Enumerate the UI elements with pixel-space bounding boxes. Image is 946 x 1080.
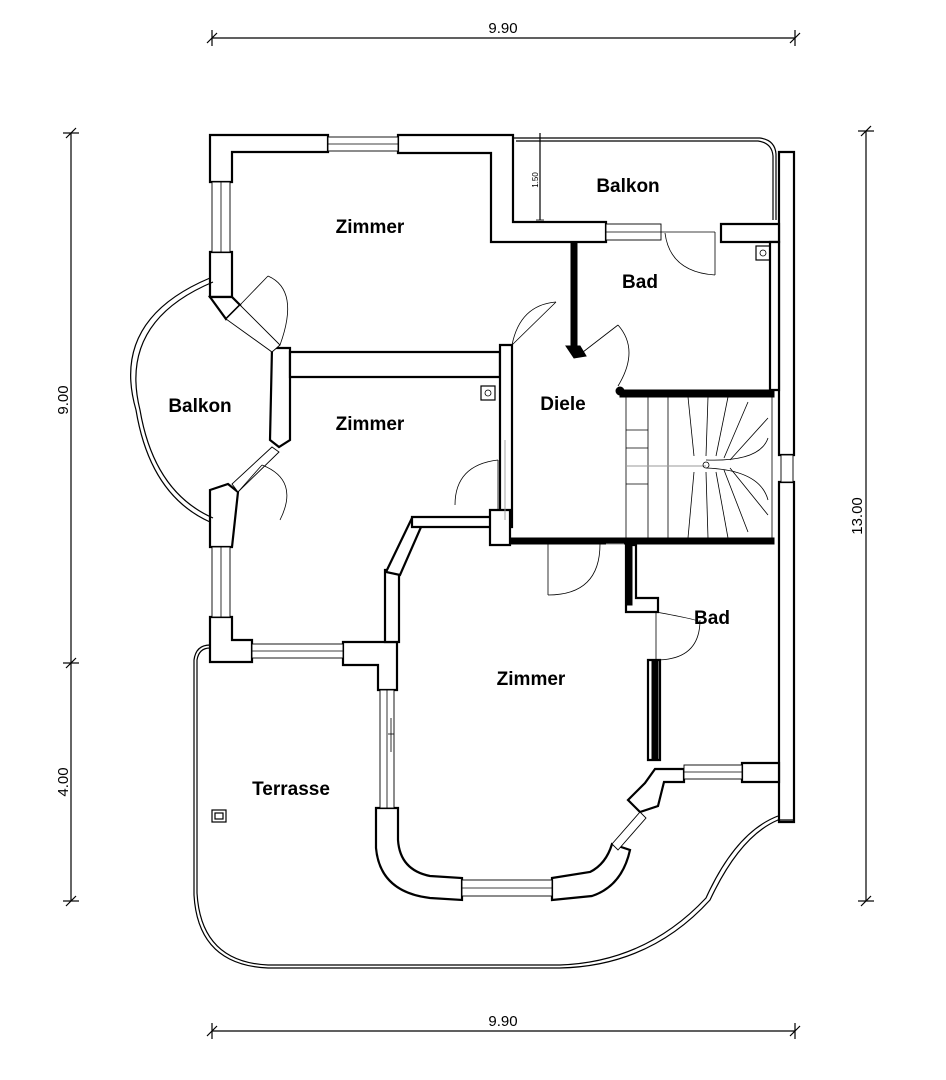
terrasse-outline [193,644,794,969]
room-label-balkon-top: Balkon [596,176,659,197]
dimension-top: 9.90 [206,20,801,46]
dimension-left-lower-label: 4.00 [55,767,72,796]
dimension-right: 13.00 [849,125,874,907]
staircase [625,396,773,539]
room-label-balkon-left: Balkon [168,396,231,417]
diele-light-lines [504,440,624,545]
windows [211,136,794,897]
room-label-bad-bottom: Bad [694,608,730,629]
room-label-bad-top: Bad [622,272,658,293]
room-labels: Zimmer Balkon Bad Balkon Zimmer Diele Ba… [168,176,730,800]
dimension-left: 9.00 4.00 [55,127,79,907]
dimension-bottom-label: 9.90 [488,1013,517,1030]
balcony-left [130,277,214,523]
dimension-left-upper-label: 9.00 [55,385,72,414]
room-label-zimmer-bottom: Zimmer [497,669,566,690]
balcony-top-outline: 1.50 [513,133,777,221]
doors [237,231,716,661]
shaft-icon [755,245,771,261]
dimension-bottom: 9.90 [206,1013,801,1039]
room-label-diele: Diele [540,394,585,415]
terrace-drain-icon [211,809,227,823]
dimension-right-label: 13.00 [849,497,866,535]
room-label-terrasse: Terrasse [252,779,330,800]
chimney-icon [480,385,496,401]
room-label-zimmer-top: Zimmer [336,217,405,238]
walls [207,133,796,902]
dimension-top-label: 9.90 [488,20,517,37]
symbols [211,245,771,823]
balcony-depth-label: 1.50 [531,172,540,188]
room-label-zimmer-mid: Zimmer [336,414,405,435]
